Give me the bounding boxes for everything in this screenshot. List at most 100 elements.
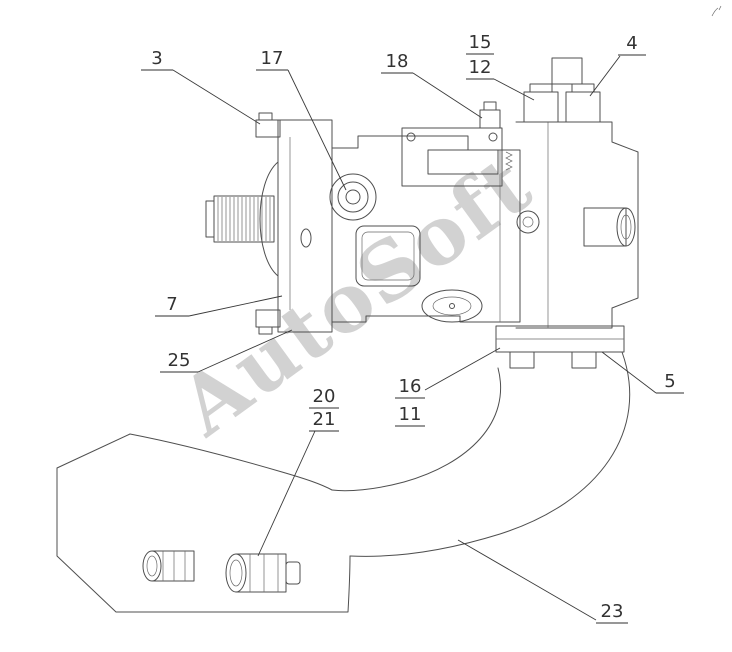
callout-17: 17 — [256, 48, 347, 191]
flange-bolt-a — [509, 351, 535, 369]
discharge-flange — [495, 325, 625, 369]
relief-valve-cap — [483, 101, 497, 111]
callout-21-label: 21 — [313, 409, 336, 430]
callouts: 3 17 18 15 12 4 7 — [141, 32, 684, 624]
hose-outer-edge — [349, 351, 631, 557]
inlet-pipe — [551, 57, 583, 85]
callout-16-11-leader — [424, 347, 501, 391]
callout-23: 23 — [457, 539, 628, 624]
large-fitting — [225, 553, 301, 593]
callout-4: 4 — [589, 33, 646, 97]
callout-23-leader — [457, 539, 597, 621]
callout-16-11: 16 11 — [395, 347, 501, 427]
callout-5: 5 — [601, 351, 684, 394]
flange-bolt-b — [571, 351, 597, 369]
adjuster-knob-inner — [522, 216, 534, 228]
plate-bolt-right — [488, 132, 498, 142]
mounting-flange — [255, 112, 333, 335]
callout-5-label: 5 — [664, 371, 675, 392]
callout-18: 18 — [381, 51, 483, 119]
callout-25-label: 25 — [168, 350, 191, 371]
flange-plate — [277, 119, 333, 333]
swash-housing-outer — [355, 225, 421, 287]
end-cap-center — [449, 303, 455, 309]
callout-7-leader — [188, 295, 283, 317]
small-fitting-ring-outer — [142, 550, 162, 582]
side-port-face — [616, 207, 636, 247]
pump-body-outline — [331, 135, 521, 323]
callout-20-label: 20 — [313, 386, 336, 407]
top-port-fittings — [523, 57, 601, 123]
hose-inner-edge — [331, 367, 502, 492]
callout-18-label: 18 — [386, 51, 409, 72]
elbow-hose — [331, 351, 631, 557]
callout-23-label: 23 — [601, 601, 624, 622]
side-port-body — [583, 207, 627, 247]
panel-outline — [56, 433, 351, 613]
corner-artifact — [711, 5, 722, 17]
bearing-mid — [337, 181, 369, 213]
port-fitting-right-step — [571, 83, 595, 93]
end-cap-oval-inner — [432, 296, 472, 316]
input-shaft — [205, 195, 275, 243]
callout-25-leader — [197, 329, 293, 373]
bearing-outer — [329, 173, 377, 221]
large-fitting-ring-inner — [229, 559, 243, 587]
port-fitting-left-step — [529, 83, 553, 93]
callout-7-label: 7 — [166, 294, 177, 315]
callout-11-label: 11 — [399, 404, 422, 425]
callout-5-leader — [601, 351, 657, 394]
callout-25: 25 — [160, 329, 293, 373]
flange-slot — [300, 228, 312, 248]
callout-3-leader — [172, 69, 261, 125]
port-fitting-left — [523, 91, 559, 123]
plate-bolt-left — [406, 132, 416, 142]
shaft-spline-hatch — [217, 197, 271, 241]
small-fitting — [142, 550, 195, 582]
callout-20-21-leader — [257, 430, 316, 557]
valve-block-outline — [515, 121, 639, 329]
control-plate — [401, 127, 503, 187]
spring-symbol — [505, 151, 513, 171]
adjuster-knob-outer — [516, 210, 540, 234]
callout-15-label: 15 — [469, 32, 492, 53]
callout-17-leader — [287, 69, 347, 191]
callout-4-label: 4 — [626, 33, 637, 54]
shaft-spline-body — [213, 195, 275, 243]
callout-3: 3 — [141, 48, 261, 125]
small-fitting-flats — [162, 551, 186, 581]
callout-20-21: 20 21 — [257, 386, 339, 557]
small-fitting-ring-inner — [146, 555, 158, 577]
pump-drawing — [56, 5, 722, 613]
callout-17-label: 17 — [261, 48, 284, 69]
side-port-bore — [620, 214, 632, 240]
callout-3-label: 3 — [151, 48, 162, 69]
pump-housing — [329, 135, 521, 323]
watermark-text: AutoSoft — [162, 137, 549, 454]
large-fitting-ring-outer — [225, 553, 247, 593]
shaft-end-step — [205, 200, 215, 238]
flange-bolt-bottom — [258, 326, 273, 335]
flange-tab-top — [255, 119, 281, 138]
large-fitting-cap — [285, 561, 301, 585]
valve-block — [515, 121, 639, 329]
end-cap-oval-outer — [421, 289, 483, 323]
callout-12-label: 12 — [469, 57, 492, 78]
port-fitting-right — [565, 91, 601, 123]
panel-top-edge — [129, 433, 333, 491]
flange-boss-profile — [259, 161, 279, 277]
solenoid-body — [427, 149, 499, 175]
callout-15-12: 15 12 — [466, 32, 535, 101]
small-fitting-body — [151, 550, 195, 582]
bearing-inner — [345, 189, 361, 205]
control-assembly — [401, 101, 513, 187]
bracket-panel — [56, 433, 351, 613]
callout-4-leader — [589, 55, 621, 97]
callout-16-label: 16 — [399, 376, 422, 397]
callout-7: 7 — [155, 294, 283, 317]
relief-valve-body — [479, 109, 501, 129]
flange-bolt-top — [258, 112, 273, 121]
swash-housing-inner — [361, 231, 415, 281]
